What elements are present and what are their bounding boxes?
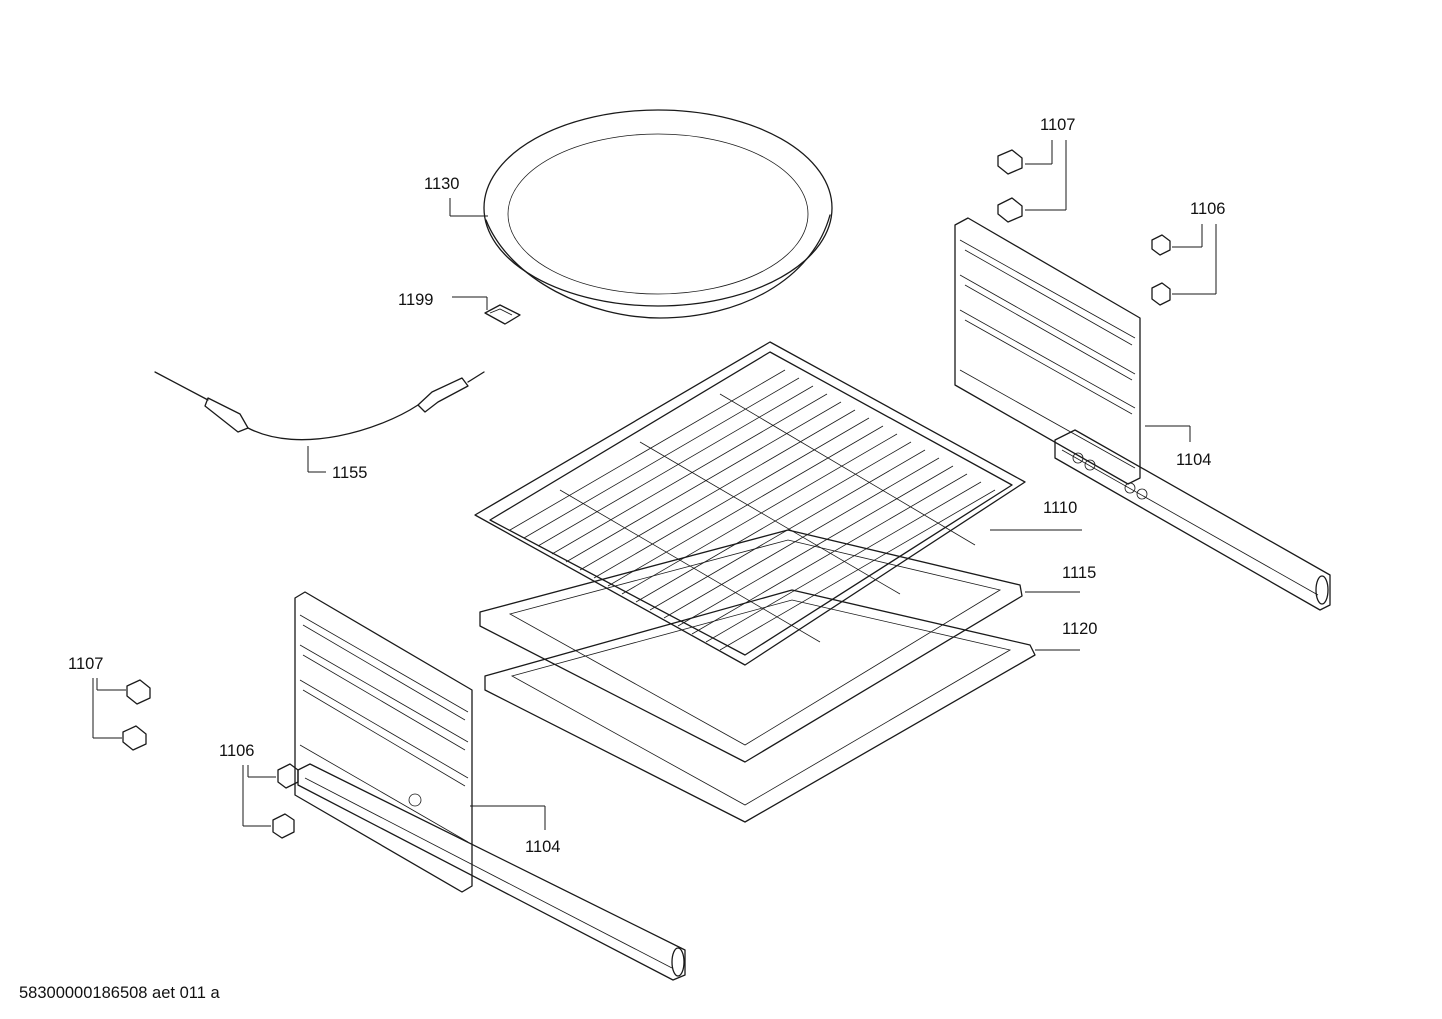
part-rail-right: 1104 [954,217,1331,611]
part-deep-tray: 1120 [484,589,1097,823]
part-clips-right-lower: 1106 [1151,200,1225,306]
label-1107-right: 1107 [1040,116,1075,134]
label-1110: 1110 [1043,499,1077,517]
label-1155: 1155 [332,464,367,482]
part-tray: 1115 [479,529,1096,763]
part-round-pan: 1130 [424,109,833,319]
label-1115: 1115 [1062,564,1096,582]
part-clip: 1199 [398,291,521,325]
label-1120: 1120 [1062,620,1097,638]
part-rail-left: 1104 [294,591,686,981]
part-probe: 1155 [154,371,485,482]
label-1104-left: 1104 [525,838,560,856]
part-clips-right-upper: 1107 [997,116,1075,223]
document-id: 58300000186508 aet 011 a [19,984,220,1002]
label-1104-right: 1104 [1176,451,1211,469]
label-1106-left: 1106 [219,742,254,760]
part-wire-rack: 1110 [474,341,1082,666]
label-1106-right: 1106 [1190,200,1225,218]
label-1130: 1130 [424,175,459,193]
part-clips-left-lower: 1106 [219,742,299,839]
label-1107-left: 1107 [68,655,103,673]
part-clips-left-upper: 1107 [68,655,151,751]
label-1199: 1199 [398,291,433,309]
